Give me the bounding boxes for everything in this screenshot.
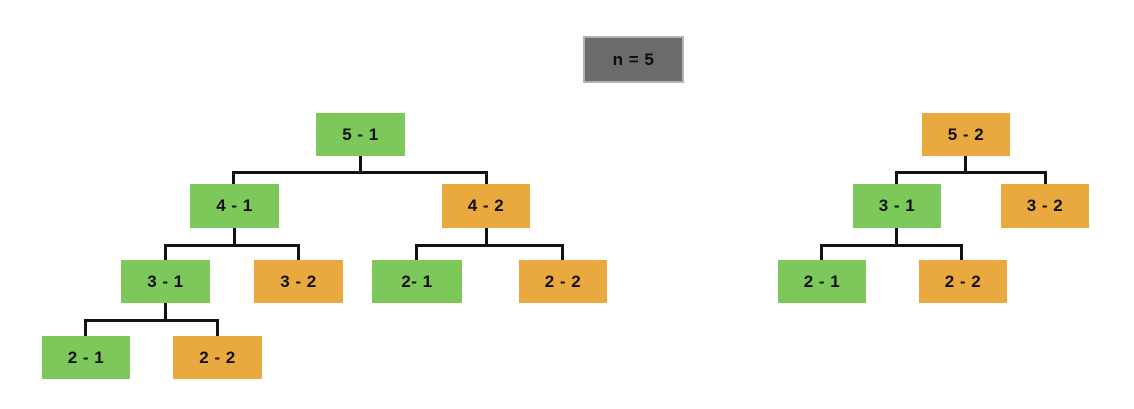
node-label: 4 - 2 [467, 196, 505, 215]
node-label: 2 - 2 [544, 271, 582, 291]
connector-left-4-1-drop [232, 174, 235, 184]
connector-left-3-1-stem [164, 303, 167, 322]
connector-left-3-1-drop [164, 247, 167, 260]
node-left-2-2-under-4-2: 2 - 2 [519, 260, 607, 303]
connector-left-4-2-stem [485, 228, 488, 247]
connector-right-3-1-drop [895, 174, 898, 184]
node-right-3-1: 3 - 1 [853, 184, 941, 228]
node-label: 2 - 1 [803, 271, 841, 291]
connector-left-2-2b-drop [561, 247, 564, 260]
node-label: 3 - 1 [878, 196, 916, 215]
connector-left-5-1-stem [359, 156, 362, 174]
node-left-2-1-under-4-2: 2- 1 [372, 260, 462, 303]
connector-right-3-1-bridge [820, 244, 963, 247]
connector-left-4-2-bridge [415, 244, 564, 247]
node-right-5-2: 5 - 2 [922, 113, 1010, 156]
connector-left-3-2-drop [297, 247, 300, 260]
node-right-3-2: 3 - 2 [1001, 184, 1089, 228]
connector-right-2-2-drop [960, 247, 963, 260]
node-right-2-2: 2 - 2 [919, 260, 1007, 303]
node-left-3-1: 3 - 1 [121, 260, 210, 303]
node-label: 2- 1 [401, 271, 433, 291]
node-label: 2 - 1 [67, 347, 105, 367]
node-label: 5 - 2 [947, 124, 985, 144]
node-label: 2 - 2 [199, 347, 236, 367]
n-value-label: n = 5 [612, 49, 655, 69]
connector-right-2-1-drop [820, 247, 823, 260]
node-left-4-1: 4 - 1 [190, 184, 279, 228]
node-label: 3 - 2 [280, 271, 317, 291]
node-label: 3 - 1 [147, 271, 184, 291]
node-label: 2 - 2 [944, 271, 982, 291]
connector-right-3-2-drop [1044, 174, 1047, 184]
connector-right-5-2-bridge [895, 171, 1047, 174]
n-value-box: n = 5 [583, 36, 684, 83]
node-left-2-1-under-3-1: 2 - 1 [42, 336, 130, 379]
node-left-5-1: 5 - 1 [316, 113, 405, 156]
node-left-3-2: 3 - 2 [254, 260, 343, 303]
connector-left-2-1a-drop [84, 322, 87, 336]
node-right-2-1: 2 - 1 [778, 260, 866, 303]
connector-right-3-1-stem [895, 228, 898, 247]
node-left-4-2: 4 - 2 [442, 184, 530, 228]
connector-left-5-1-bridge [232, 171, 488, 174]
node-label: 4 - 1 [216, 196, 253, 215]
connector-left-4-1-bridge [164, 244, 300, 247]
connector-left-2-2a-drop [216, 322, 219, 336]
connector-left-4-1-stem [233, 228, 236, 247]
connector-left-3-1-bridge [84, 319, 219, 322]
connector-left-2-1b-drop [415, 247, 418, 260]
node-label: 5 - 1 [342, 124, 379, 144]
connector-left-4-2-drop [485, 174, 488, 184]
node-left-2-2-under-3-1: 2 - 2 [173, 336, 262, 379]
connector-right-5-2-stem [964, 156, 967, 174]
node-label: 3 - 2 [1026, 196, 1064, 215]
